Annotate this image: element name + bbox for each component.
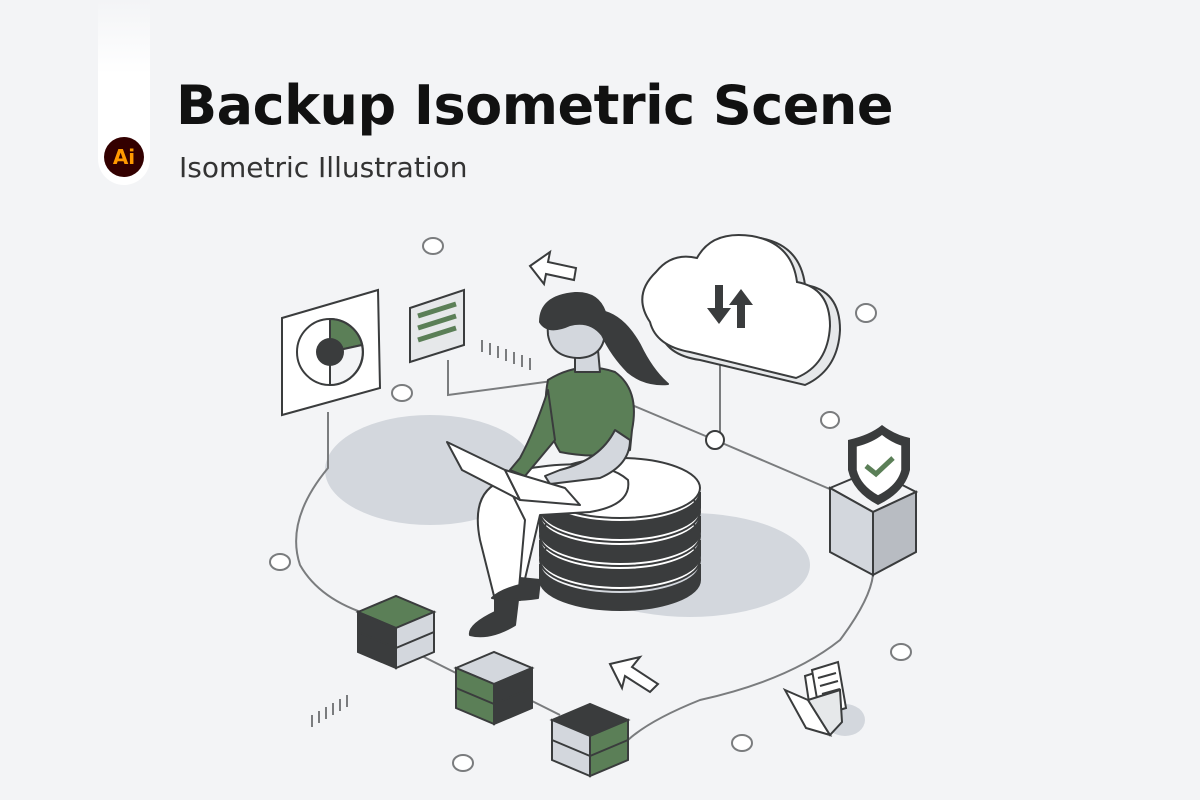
- list-card-icon: [409, 288, 465, 364]
- adobe-illustrator-icon: Ai: [104, 137, 144, 177]
- storage-cube-1: [355, 594, 437, 670]
- cursor-arrow-icon-top: [528, 249, 578, 287]
- cursor-arrow-icon-bottom: [608, 655, 660, 694]
- junction-node: [705, 430, 725, 450]
- decor-dots: [269, 237, 912, 772]
- donut-chart-board-icon: [281, 288, 382, 417]
- shield-check-icon: [848, 425, 910, 505]
- storage-cube-3: [549, 702, 631, 778]
- storage-cube-2: [453, 650, 535, 726]
- person-illustration: [446, 291, 669, 638]
- app-badge-label: Ai: [112, 145, 136, 169]
- document-folder-icon: [782, 660, 865, 737]
- cloud-sync-icon: [641, 234, 842, 387]
- hatch-marks: [311, 340, 531, 727]
- page-subtitle: Isometric Illustration: [179, 151, 468, 184]
- page-title: Backup Isometric Scene: [176, 74, 894, 137]
